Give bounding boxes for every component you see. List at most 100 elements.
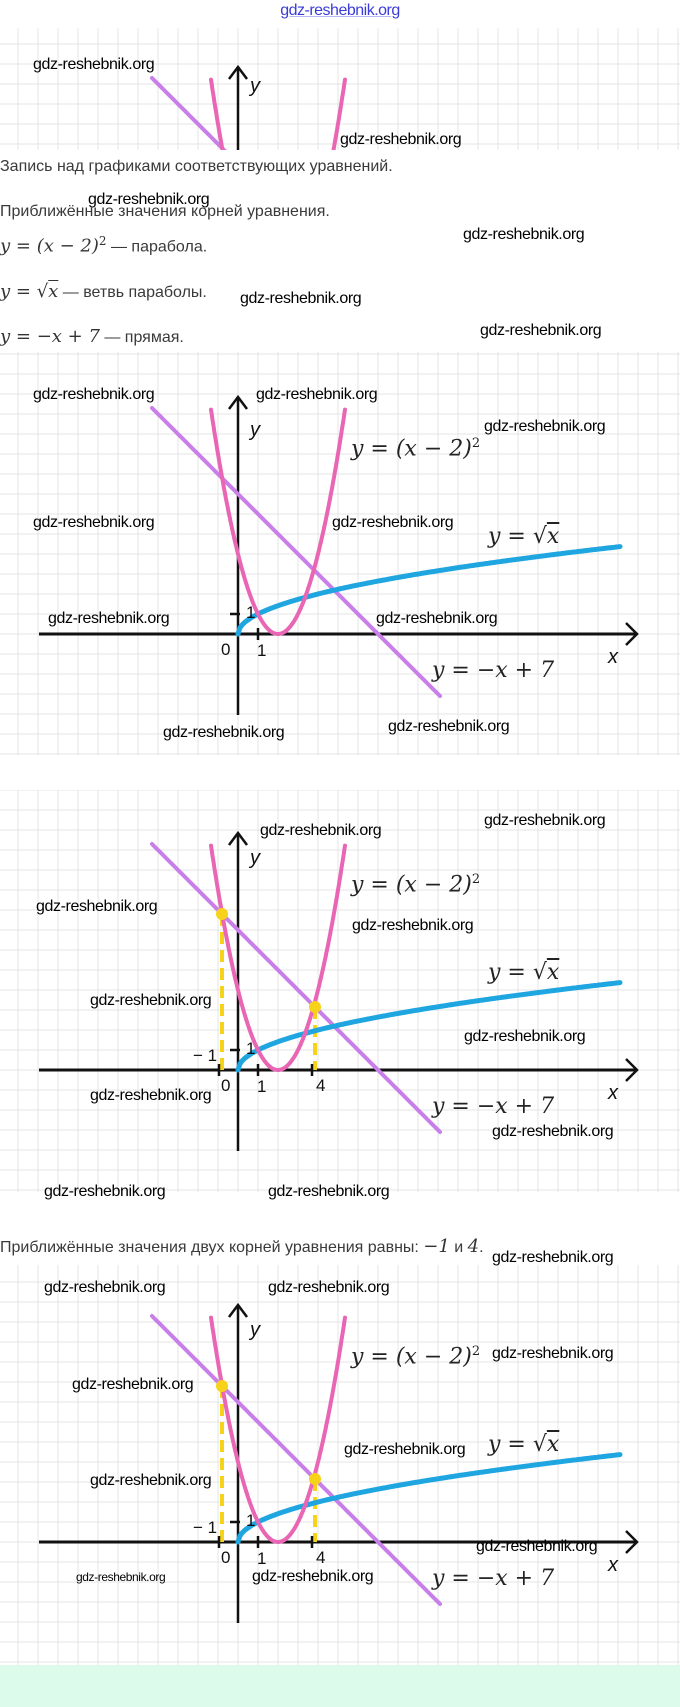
parabola-label: y = (x − 2)2 [351, 436, 480, 461]
watermark: gdz-reshebnik.org [33, 386, 155, 403]
graph-svg [0, 1265, 680, 1665]
exponent: 2 [471, 1344, 481, 1359]
x-axis-label: x [608, 646, 618, 668]
watermark: gdz-reshebnik.org [484, 812, 606, 829]
equation-math: y = −x + 7 [0, 326, 100, 347]
line-curve [150, 76, 227, 150]
x-tick-label-1: 1 [257, 1077, 267, 1096]
line-label: y = −x + 7 [432, 1094, 555, 1119]
root-label-neg1: − 1 [193, 1046, 218, 1065]
radicand: x [546, 524, 560, 549]
y-tick-label-1: 1 [246, 603, 256, 622]
root-label-4: 4 [316, 1548, 326, 1567]
graph-panel-roots-final: y = (x − 2)2 y = √x y = −x + 7 x y 0 1 1… [0, 1265, 680, 1665]
sqrt-label: y = √x [488, 524, 559, 549]
origin-label: 0 [221, 640, 231, 659]
watermark: gdz-reshebnik.org [240, 290, 362, 307]
sqrt-curve [235, 980, 623, 1073]
graph-svg [0, 28, 680, 150]
watermark: gdz-reshebnik.org [340, 131, 462, 148]
exponent: 2 [471, 436, 481, 451]
equation-math: y = √ [0, 281, 49, 302]
exponent: 2 [471, 872, 481, 887]
equation-math: y = (x − 2) [0, 235, 99, 257]
watermark: gdz-reshebnik.org [33, 56, 155, 73]
radicand: x [546, 1432, 560, 1457]
y-axis-arrow-icon [228, 830, 248, 846]
sqrt-curve [235, 544, 623, 637]
line-label: y = −x + 7 [432, 1566, 555, 1591]
watermark: gdz-reshebnik.org [260, 822, 382, 839]
answer-and: и [449, 1239, 468, 1256]
watermark: gdz-reshebnik.org [268, 1279, 390, 1296]
intersection-point [216, 1380, 228, 1392]
watermark: gdz-reshebnik.org [464, 1028, 586, 1045]
x-axis-arrow-icon [625, 1058, 639, 1082]
answer-root-2: 4 [467, 1236, 480, 1257]
exponent: 2 [98, 234, 107, 248]
x-axis-arrow-icon [625, 622, 639, 646]
sqrt-label-text: y = √ [488, 960, 547, 985]
watermark: gdz-reshebnik.org [352, 917, 474, 934]
watermark: gdz-reshebnik.org [476, 1538, 598, 1555]
graph-svg [0, 790, 680, 1192]
equation-line: y = −x + 7 — прямая. [0, 326, 184, 347]
graph-panel-partial: y [0, 28, 680, 150]
radicand: x [546, 960, 560, 985]
y-tick-label-1: 1 [246, 1039, 256, 1058]
watermark: gdz-reshebnik.org [268, 1183, 390, 1200]
sqrt-curve [235, 1452, 623, 1545]
footer-band [0, 1665, 680, 1707]
x-axis-arrow-icon [625, 1530, 639, 1554]
watermark: gdz-reshebnik.org [48, 610, 170, 627]
parabola-label-text: y = (x − 2) [351, 436, 472, 462]
watermark: gdz-reshebnik.org [90, 1472, 212, 1489]
parabola-label: y = (x − 2)2 [351, 872, 480, 897]
watermark: gdz-reshebnik.org [44, 1279, 166, 1296]
origin-label: 0 [221, 1548, 231, 1567]
site-watermark-top[interactable]: gdz-reshebnik.org [280, 2, 400, 19]
parabola-label: y = (x − 2)2 [351, 1344, 480, 1369]
x-axis-label: x [608, 1082, 618, 1104]
watermark: gdz-reshebnik.org [90, 992, 212, 1009]
y-axis-label: y [250, 847, 260, 869]
watermark: gdz-reshebnik.org [76, 1570, 166, 1584]
watermark: gdz-reshebnik.org [252, 1568, 374, 1585]
sqrt-label-text: y = √ [488, 524, 547, 549]
answer-root-1: −1 [423, 1236, 450, 1257]
y-axis-label: y [250, 75, 260, 97]
watermark: gdz-reshebnik.org [44, 1183, 166, 1200]
watermark: gdz-reshebnik.org [344, 1441, 466, 1458]
answer-text: Приближённые значения двух корней уравне… [0, 1236, 484, 1257]
watermark: gdz-reshebnik.org [90, 1087, 212, 1104]
caption-text: Запись над графиками соответствующих ура… [0, 158, 393, 175]
root-label-4: 4 [316, 1076, 326, 1095]
line-label: y = −x + 7 [432, 658, 555, 683]
watermark: gdz-reshebnik.org [492, 1345, 614, 1362]
parabola-label-text: y = (x − 2) [351, 1344, 472, 1370]
watermark: gdz-reshebnik.org [388, 718, 510, 735]
sqrt-label: y = √x [488, 1432, 559, 1457]
radicand: x [48, 281, 59, 302]
line-curve [150, 1314, 442, 1606]
y-axis-arrow-icon [228, 1302, 248, 1318]
equation-description: — прямая. [99, 329, 184, 346]
origin-label: 0 [221, 1076, 231, 1095]
parabola-curve [209, 407, 347, 636]
watermark: gdz-reshebnik.org [480, 322, 602, 339]
equation-description: — ветвь параболы. [58, 284, 207, 301]
intersection-point [216, 908, 228, 920]
graph-panel-roots: y = (x − 2)2 y = √x y = −x + 7 x y 0 1 1… [0, 790, 680, 1192]
sqrt-label: y = √x [488, 960, 559, 985]
equation-description: — парабола. [106, 238, 208, 256]
watermark: gdz-reshebnik.org [72, 1376, 194, 1393]
root-label-neg1: − 1 [193, 1518, 218, 1537]
intersection-point [309, 1473, 321, 1485]
watermark: gdz-reshebnik.org [88, 191, 210, 208]
parabola-curve [209, 1315, 347, 1544]
watermark: gdz-reshebnik.org [163, 724, 285, 741]
watermark: gdz-reshebnik.org [484, 418, 606, 435]
line-curve [150, 842, 442, 1134]
heading-text: Приближённые значения корней уравнения. [0, 203, 330, 220]
x-tick-label-1: 1 [257, 1549, 267, 1568]
